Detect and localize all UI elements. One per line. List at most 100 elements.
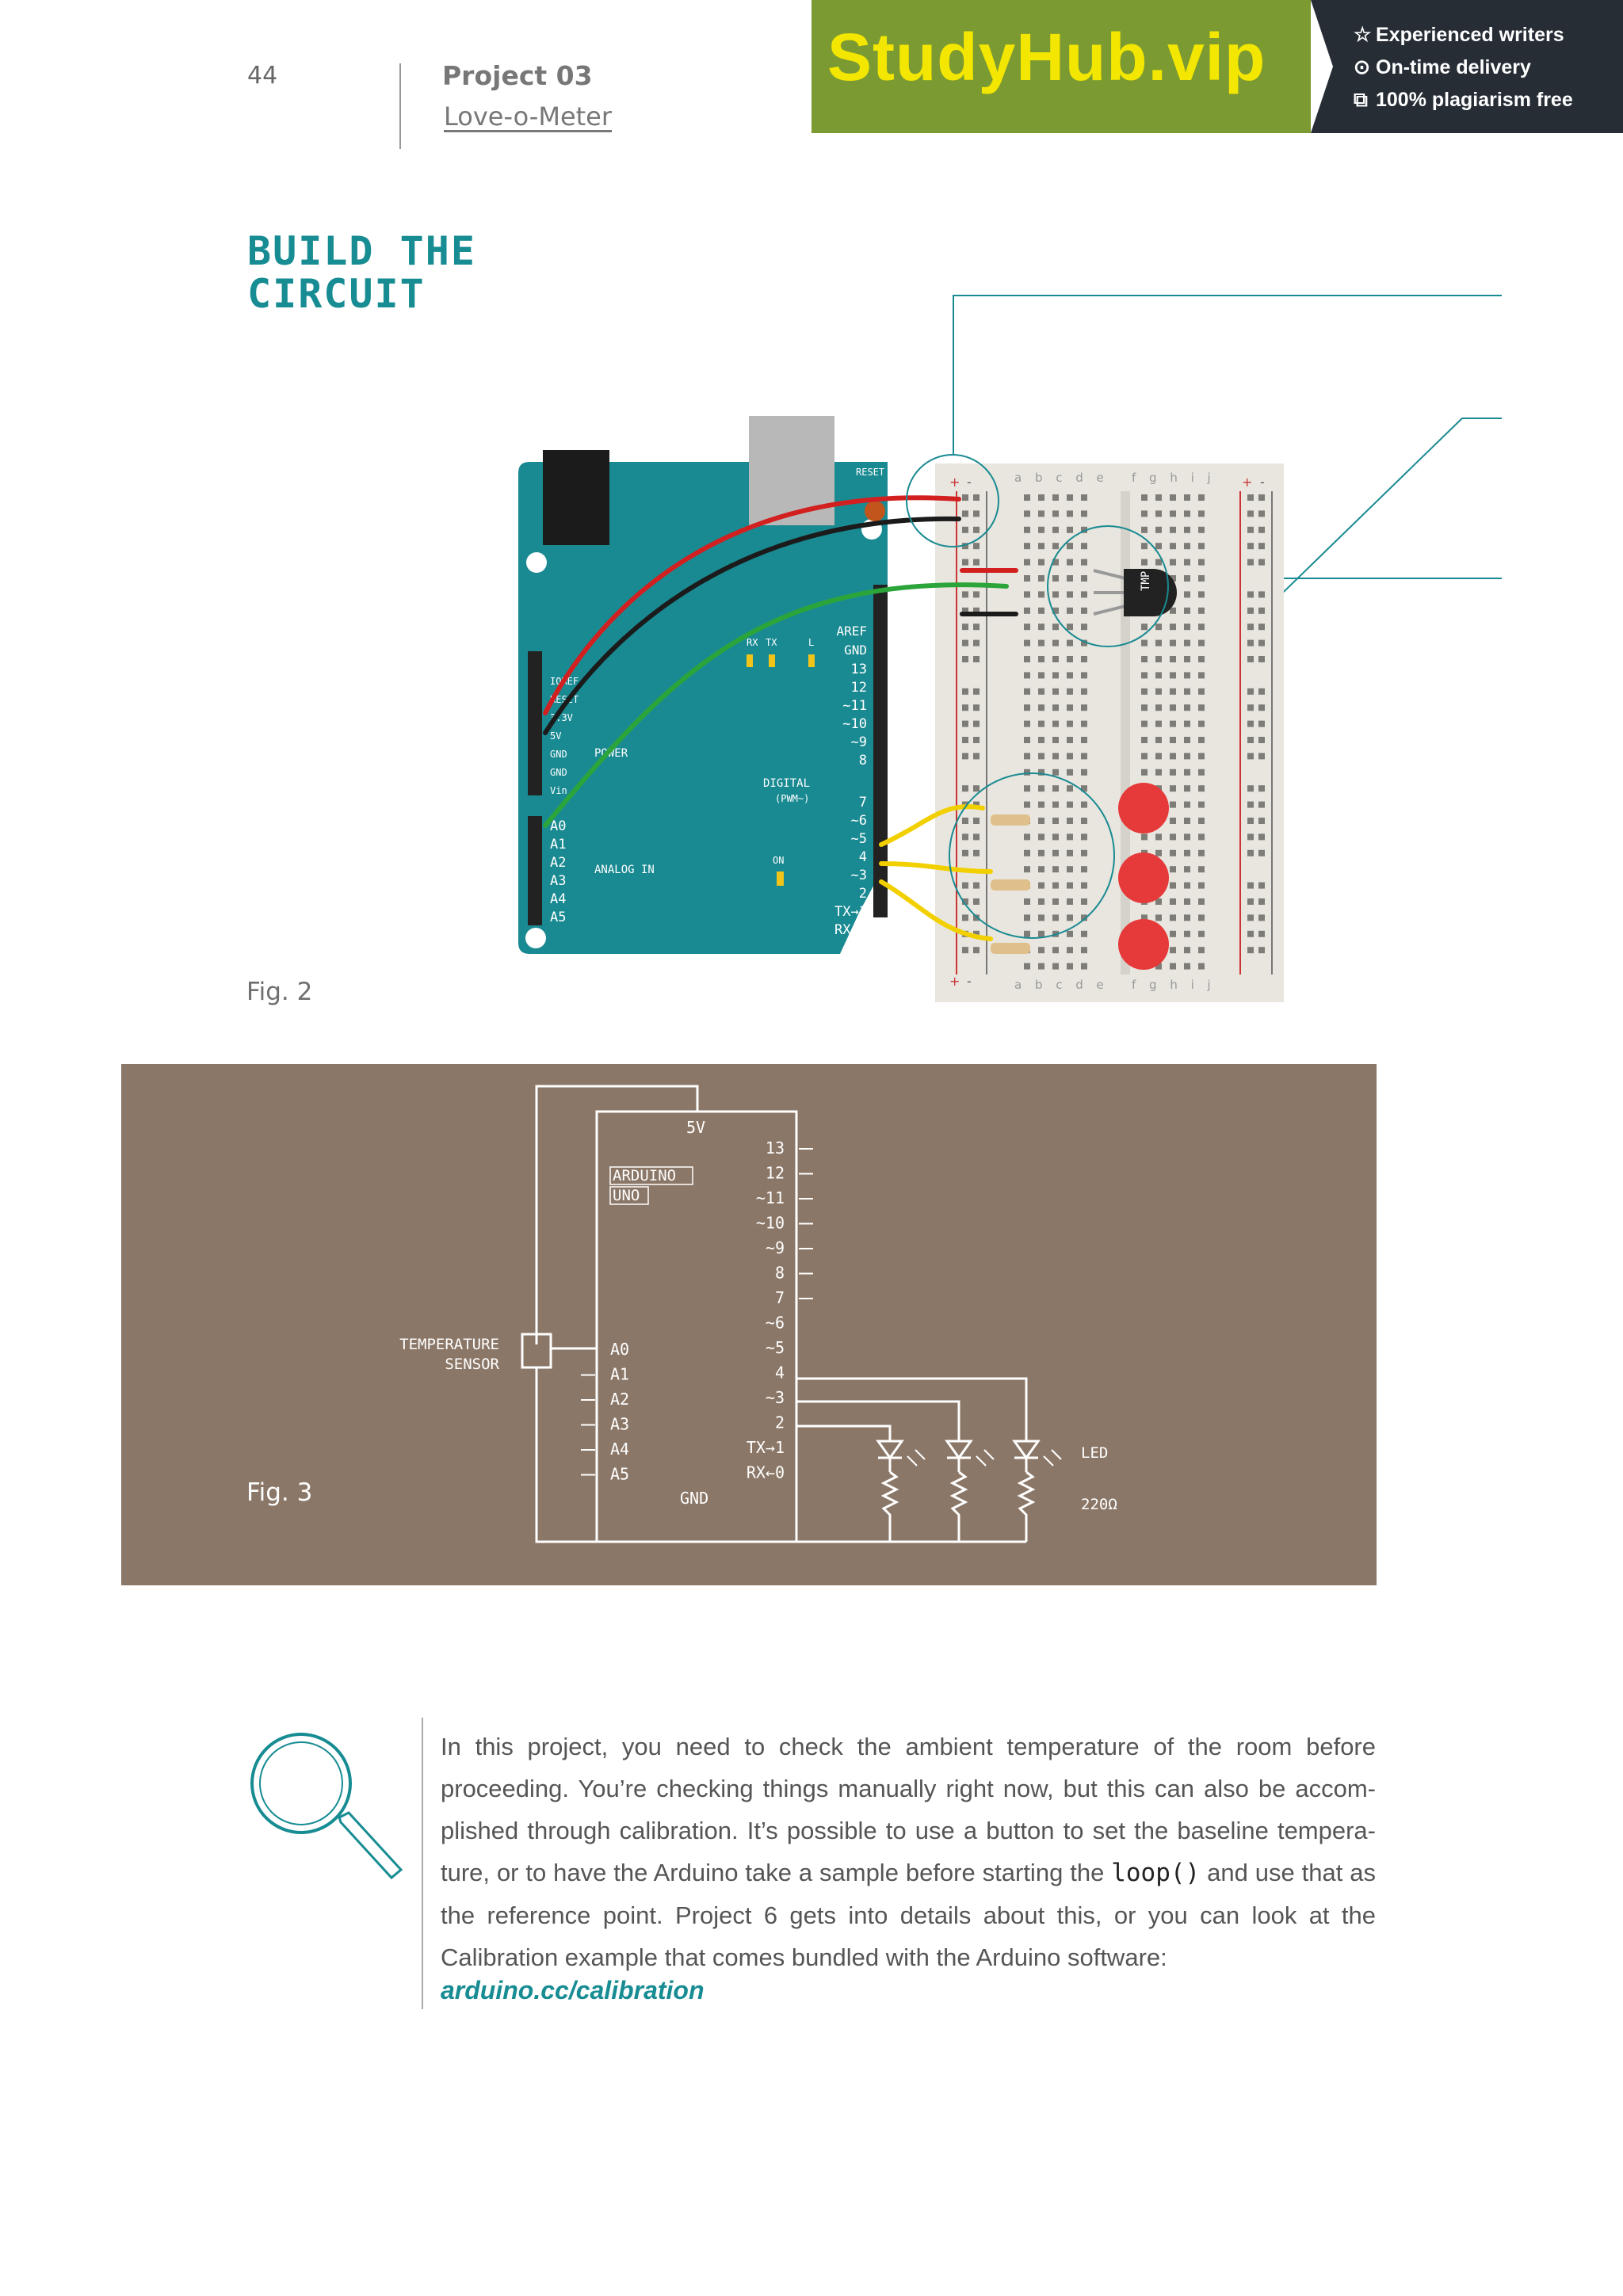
section-heading-line: CIRCUIT [247,271,426,317]
breadboard-hole [1024,930,1030,937]
highlight-circles [906,454,1169,939]
digital-pin-label: 7 [775,1288,785,1307]
digital-pin-label: 12 [766,1164,785,1183]
breadboard-hole [1198,720,1205,727]
breadboard-hole [1198,624,1205,631]
breadboard-hole [1081,639,1087,646]
breadboard-hole [1184,672,1190,679]
breadboard-hole [1198,833,1205,841]
breadboard-hole [1141,543,1148,550]
rail-hole [1247,849,1254,856]
breadboard-hole [1198,575,1205,582]
breadboard-hole [1024,575,1030,582]
rail-hole [973,849,980,856]
rail-hole [973,526,980,533]
arduino-board: RESET AREFGND1312~11~10~987~6~54~32TX→1R… [518,416,888,954]
breadboard-hole [1052,963,1059,970]
rail-plus: + [1242,475,1252,490]
breadboard-hole [1184,510,1190,517]
rail-hole [1247,526,1254,533]
breadboard-hole [1155,720,1162,727]
yellow-wire [879,861,993,874]
digital-pin-label: ~11 [756,1188,785,1207]
gnd-label: GND [680,1489,708,1508]
ad-feature-label: On-time delivery [1376,56,1531,78]
breadboard-hole [1155,833,1162,841]
rail-hole [1247,818,1254,824]
breadboard-hole [1052,720,1059,727]
digital-pin-label: ~10 [756,1214,785,1233]
rail-hole [1258,656,1265,662]
rail-hole [1258,818,1265,824]
breadboard-hole [1198,769,1205,776]
breadboard-hole [1170,607,1176,614]
breadboard-hole [1081,914,1087,921]
breadboard-hole [1052,624,1059,631]
breadboard-hole [1155,898,1162,905]
breadboard-hole [1038,785,1044,792]
digital-pin-label: 4 [859,849,867,865]
breadboard-hole [1052,704,1059,711]
resistor [991,814,1030,826]
rail-hole [973,591,980,598]
breadboard-hole [1081,526,1087,533]
rail-hole [1258,801,1265,808]
project-subtitle-link[interactable]: Love-o-Meter [444,101,613,132]
ad-features-panel[interactable]: ☆Experienced writers ⊙On-time delivery ⧉… [1311,0,1623,133]
rail-hole [962,494,968,501]
section-heading-line: BUILD THE [247,228,476,274]
breadboard-hole [1081,688,1087,695]
ad-banner[interactable]: StudyHub.vip ☆Experienced writers ⊙On-ti… [812,0,1623,133]
breadboard-hole [1081,624,1087,631]
breadboard-hole [1052,801,1059,808]
breadboard-hole [1024,753,1030,760]
breadboard-hole [1184,607,1190,614]
rail-hole [962,818,968,824]
analog-header [528,816,542,925]
digital-pin-label: 13 [851,662,867,677]
led-wire [796,1377,1028,1441]
breadboard-hole [1170,801,1176,808]
rail-hole [1258,559,1265,566]
breadboard-hole [1067,624,1073,631]
breadboard-hole [1067,720,1073,727]
breadboard-hole [1184,624,1190,631]
fig2-breadboard-illustration: RESET AREFGND1312~11~10~987~6~54~32TX→1R… [518,295,1502,1002]
ad-brand-panel[interactable]: StudyHub.vip [812,0,1311,133]
rail-hole [973,624,980,631]
breadboard-hole [1038,494,1044,501]
rail-hole [1247,494,1254,501]
breadboard-hole [1024,866,1030,873]
breadboard-hole [1141,737,1148,743]
breadboard-hole [1052,575,1059,582]
yellow-wire [879,879,993,941]
breadboard-cols-left: a b c d e [1014,471,1109,485]
breadboard-hole [1024,849,1030,856]
breadboard-hole [1155,914,1162,921]
rail-hole [1247,914,1254,921]
breadboard-hole [1052,866,1059,873]
fig2-caption: Fig. 2 [246,978,313,1006]
loop-code: loop() [1111,1859,1201,1887]
rail-hole [962,656,968,662]
rail-hole [1258,882,1265,889]
pwm-label: (PWM~) [775,793,809,804]
breadboard-hole [1038,737,1044,743]
led-arrow [1043,1455,1054,1466]
breadboard-hole [1184,818,1190,824]
rail-hole [1258,591,1265,598]
sensor-gnd-wire [535,1367,597,1543]
breadboard-hole [1170,930,1176,937]
digital-pin-label: ~3 [851,868,867,883]
digital-header [873,585,888,917]
breadboard-hole [1052,914,1059,921]
breadboard-hole [1198,688,1205,695]
breadboard-hole [1052,688,1059,695]
breadboard-hole [1184,737,1190,743]
breadboard-hole [1155,688,1162,695]
breadboard-hole [1024,833,1030,841]
ad-brand-name[interactable]: StudyHub.vip [827,20,1266,94]
breadboard-hole [1081,898,1087,905]
rail-hole [1247,559,1254,566]
calibration-link[interactable]: arduino.cc/calibration [441,1976,705,2004]
